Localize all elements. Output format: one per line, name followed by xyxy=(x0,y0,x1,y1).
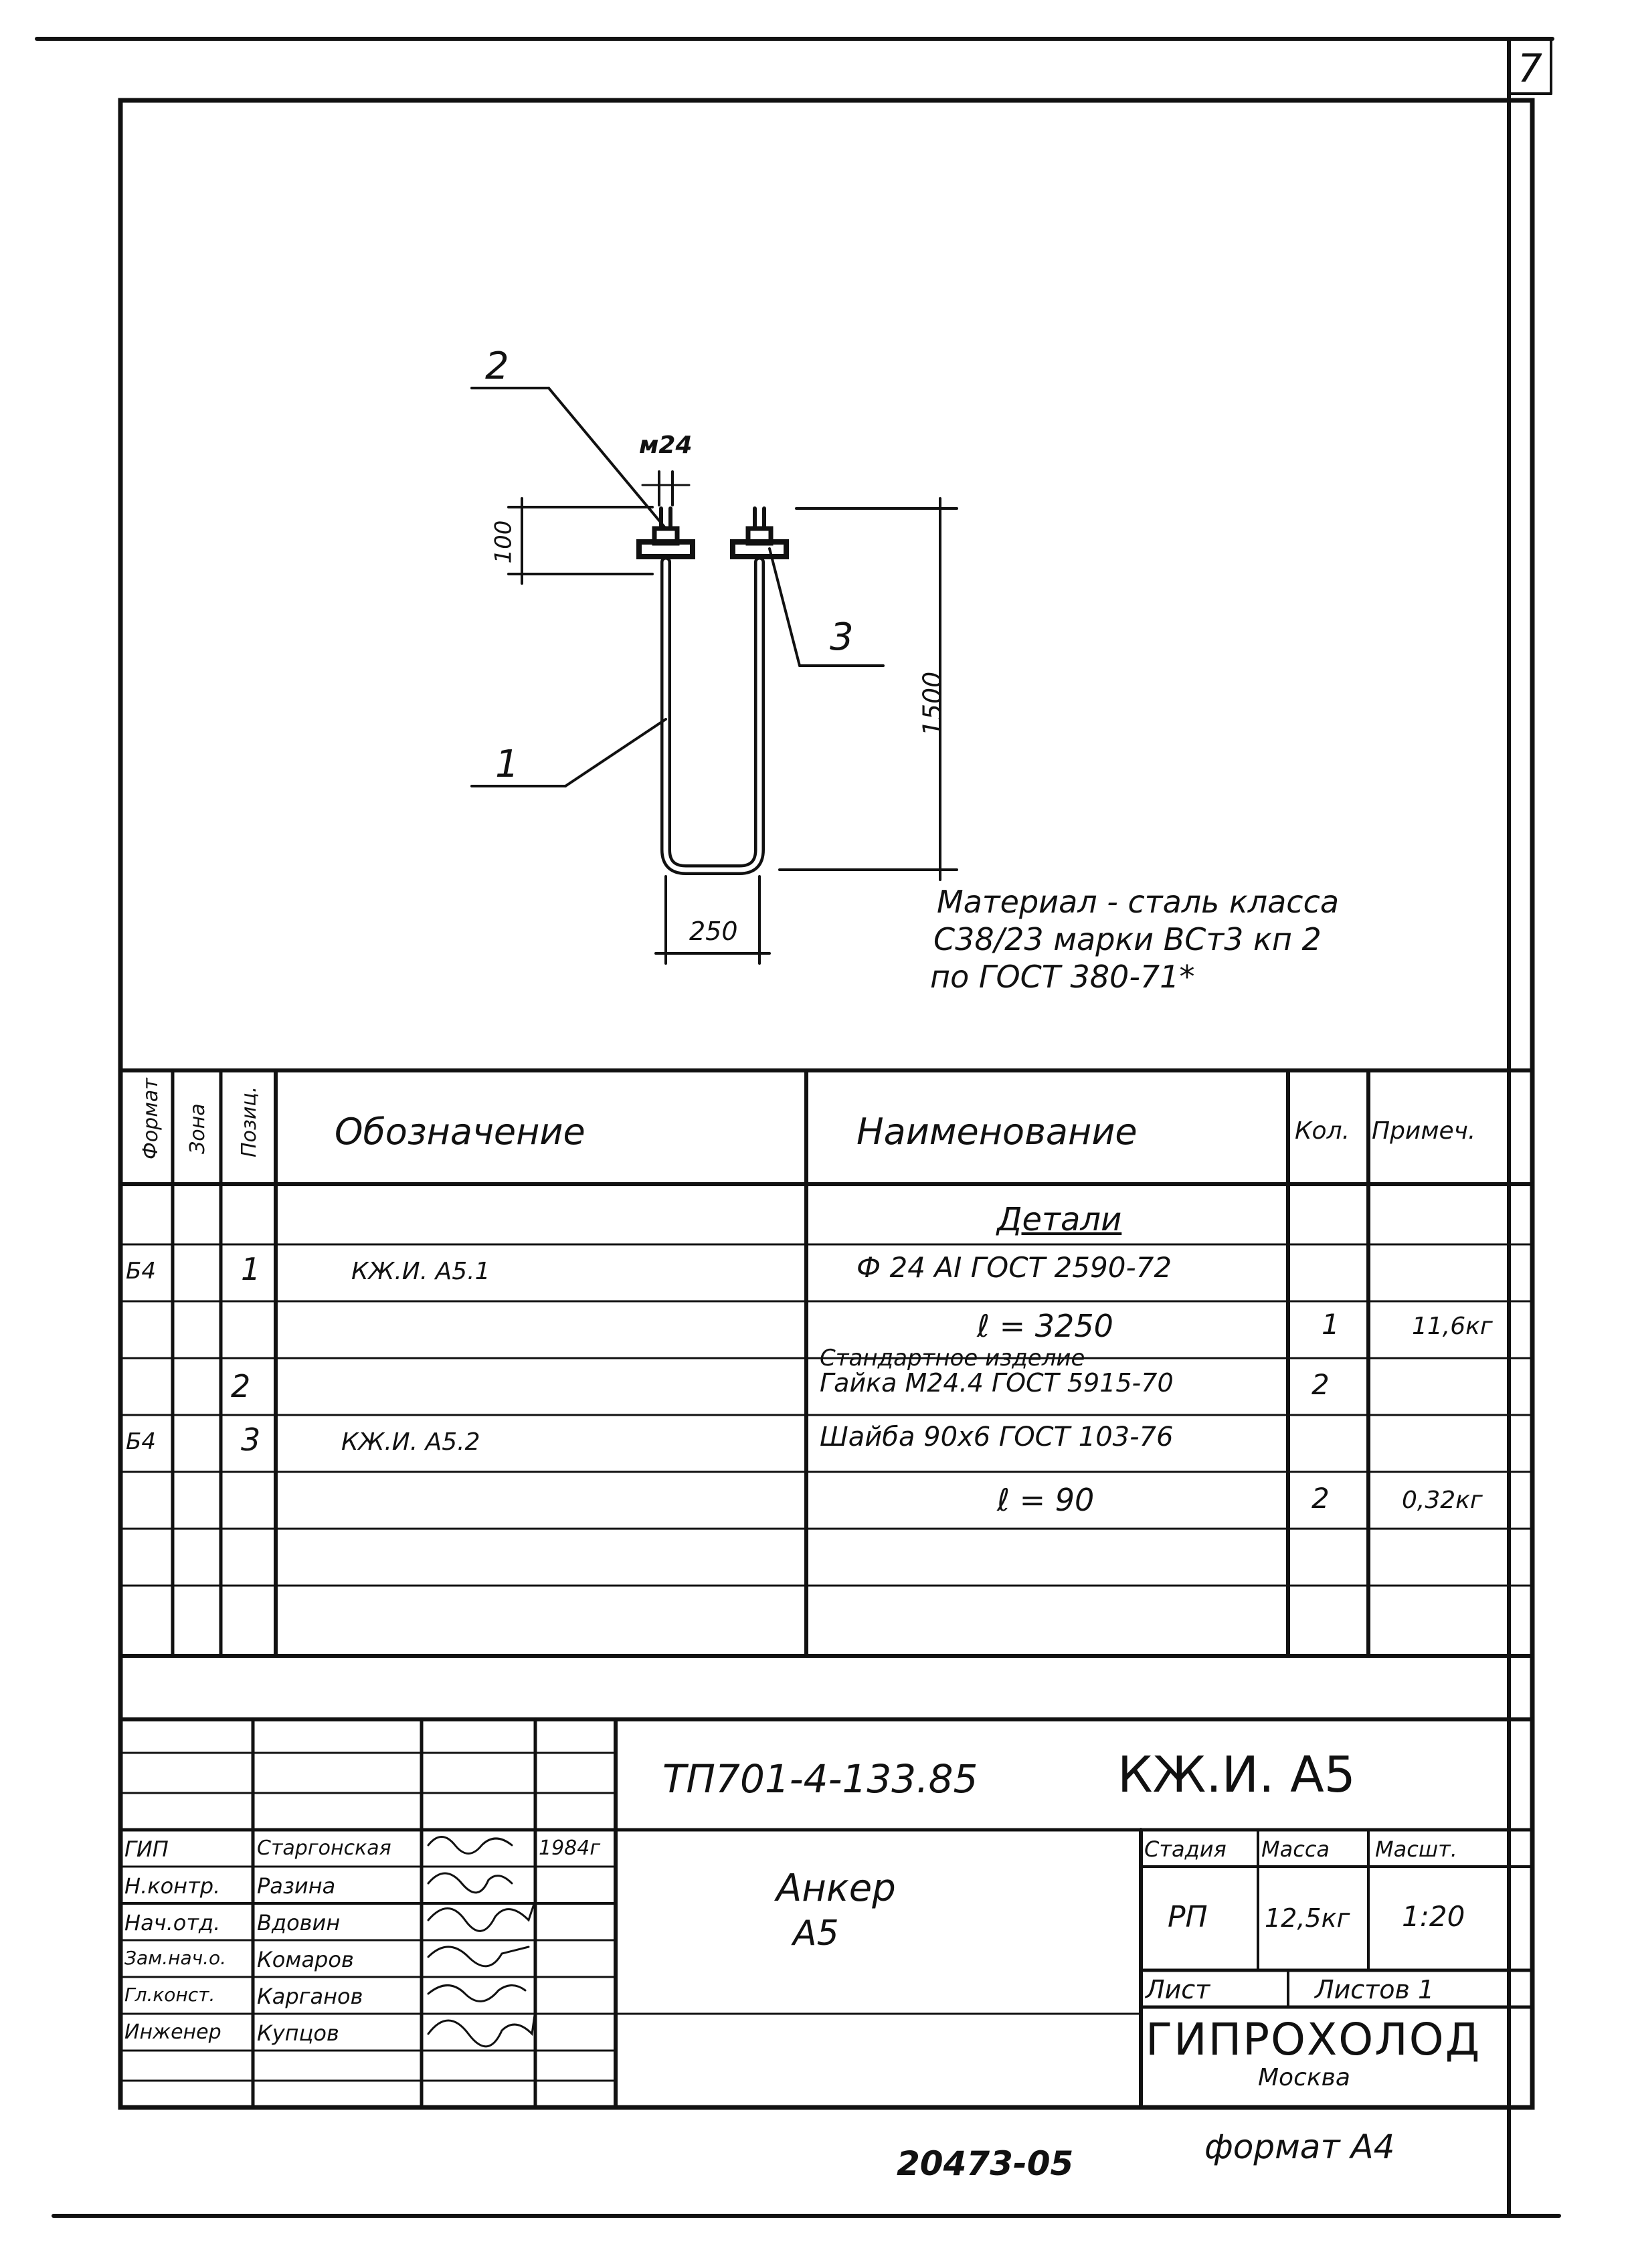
row-1-format: Б4 xyxy=(126,1258,156,1285)
doc-code: ТП701-4-133.85 xyxy=(662,1756,978,1802)
signer-role: Зам.нач.о. xyxy=(124,1947,227,1969)
row-3-qty: 2 xyxy=(1312,1368,1330,1401)
header-qty: Кол. xyxy=(1295,1117,1350,1145)
material-note-line: Материал - сталь класса xyxy=(937,884,1340,920)
org-name: ГИПРОХОЛОД xyxy=(1146,2014,1481,2065)
header-designation: Обозначение xyxy=(335,1111,585,1153)
row-1-position: 1 xyxy=(241,1251,261,1287)
dim-1500-label: 1500 xyxy=(917,671,947,737)
row-5-name: ℓ = 90 xyxy=(997,1482,1095,1518)
item-name-line1: Анкер xyxy=(776,1867,896,1910)
signer-role: Инженер xyxy=(124,2020,221,2044)
dim-thread-label: м24 xyxy=(639,432,693,459)
signer-name: Карганов xyxy=(257,1984,363,2009)
signer-name: Разина xyxy=(257,1873,336,1899)
doc-mark: КЖ.И. А5 xyxy=(1117,1746,1356,1804)
signer-name: Комаров xyxy=(257,1947,354,1972)
scale-value: 1:20 xyxy=(1402,1900,1465,1933)
row-4-name: Шайба 90х6 ГОСТ 103-76 xyxy=(820,1422,1174,1452)
row-3-name: Гайка М24.4 ГОСТ 5915-70 xyxy=(820,1368,1174,1398)
callout-1-value: 1 xyxy=(495,743,519,786)
material-note: Материал - сталь класса С38/23 марки ВСт… xyxy=(930,883,1340,996)
signer-role: Н.контр. xyxy=(124,1873,221,1899)
bottom-code: 20473-05 xyxy=(897,2144,1074,2183)
material-note-line: по ГОСТ 380-71* xyxy=(930,959,1195,995)
row-1-designation: КЖ.И. А5.1 xyxy=(351,1258,490,1285)
item-name-line2: А5 xyxy=(793,1913,839,1954)
row-2-note: 11,6кг xyxy=(1412,1313,1493,1340)
header-zone: Зона xyxy=(186,1103,209,1154)
scale-header: Масшт. xyxy=(1375,1836,1457,1862)
header-format: Формат xyxy=(139,1078,163,1159)
header-position: Позиц. xyxy=(238,1086,261,1157)
header-name: Наименование xyxy=(856,1111,1138,1153)
signer-name: Старгонская xyxy=(257,1836,391,1860)
dim-250-label: 250 xyxy=(689,917,738,946)
sheet-label: Лист xyxy=(1146,1975,1210,2004)
material-note-line: С38/23 марки ВСт3 кп 2 xyxy=(933,921,1322,957)
signer-date: 1984г xyxy=(539,1836,601,1860)
mass-header: Масса xyxy=(1261,1836,1330,1862)
row-4-format: Б4 xyxy=(126,1428,156,1455)
sheets-label: Листов 1 xyxy=(1315,1975,1435,2004)
section-title: Детали xyxy=(997,1201,1122,1238)
row-3-name-line1: Стандартное изделие xyxy=(820,1345,1085,1372)
format-label: формат А4 xyxy=(1204,2128,1395,2166)
callout-2: 2 xyxy=(485,345,509,388)
row-4-designation: КЖ.И. А5.2 xyxy=(341,1428,480,1456)
row-5-note: 0,32кг xyxy=(1402,1487,1483,1514)
page-number: 7 xyxy=(1518,45,1542,91)
stage-value: РП xyxy=(1168,1900,1208,1934)
row-4-position: 3 xyxy=(241,1422,261,1458)
header-note: Примеч. xyxy=(1372,1117,1476,1145)
callout-3: 3 xyxy=(830,616,854,659)
row-1-name: Ф 24 АI ГОСТ 2590-72 xyxy=(856,1251,1172,1284)
stage-header: Стадия xyxy=(1144,1836,1227,1862)
signer-name: Вдовин xyxy=(257,1910,341,1935)
signer-name: Купцов xyxy=(257,2020,339,2046)
signer-role: ГИП xyxy=(124,1836,169,1862)
callout-1-label: 1 1 xyxy=(495,743,519,786)
row-2-name: ℓ = 3250 xyxy=(977,1308,1113,1344)
row-2-qty: 1 xyxy=(1322,1308,1340,1341)
mass-value: 12,5кг xyxy=(1265,1903,1350,1933)
signer-role: Нач.отд. xyxy=(124,1910,221,1935)
row-5-qty: 2 xyxy=(1312,1482,1330,1515)
org-city: Москва xyxy=(1258,2064,1350,2091)
row-3-position: 2 xyxy=(231,1368,251,1404)
signer-role: Гл.конст. xyxy=(124,1984,215,2006)
dim-100-label: 100 xyxy=(490,520,517,564)
